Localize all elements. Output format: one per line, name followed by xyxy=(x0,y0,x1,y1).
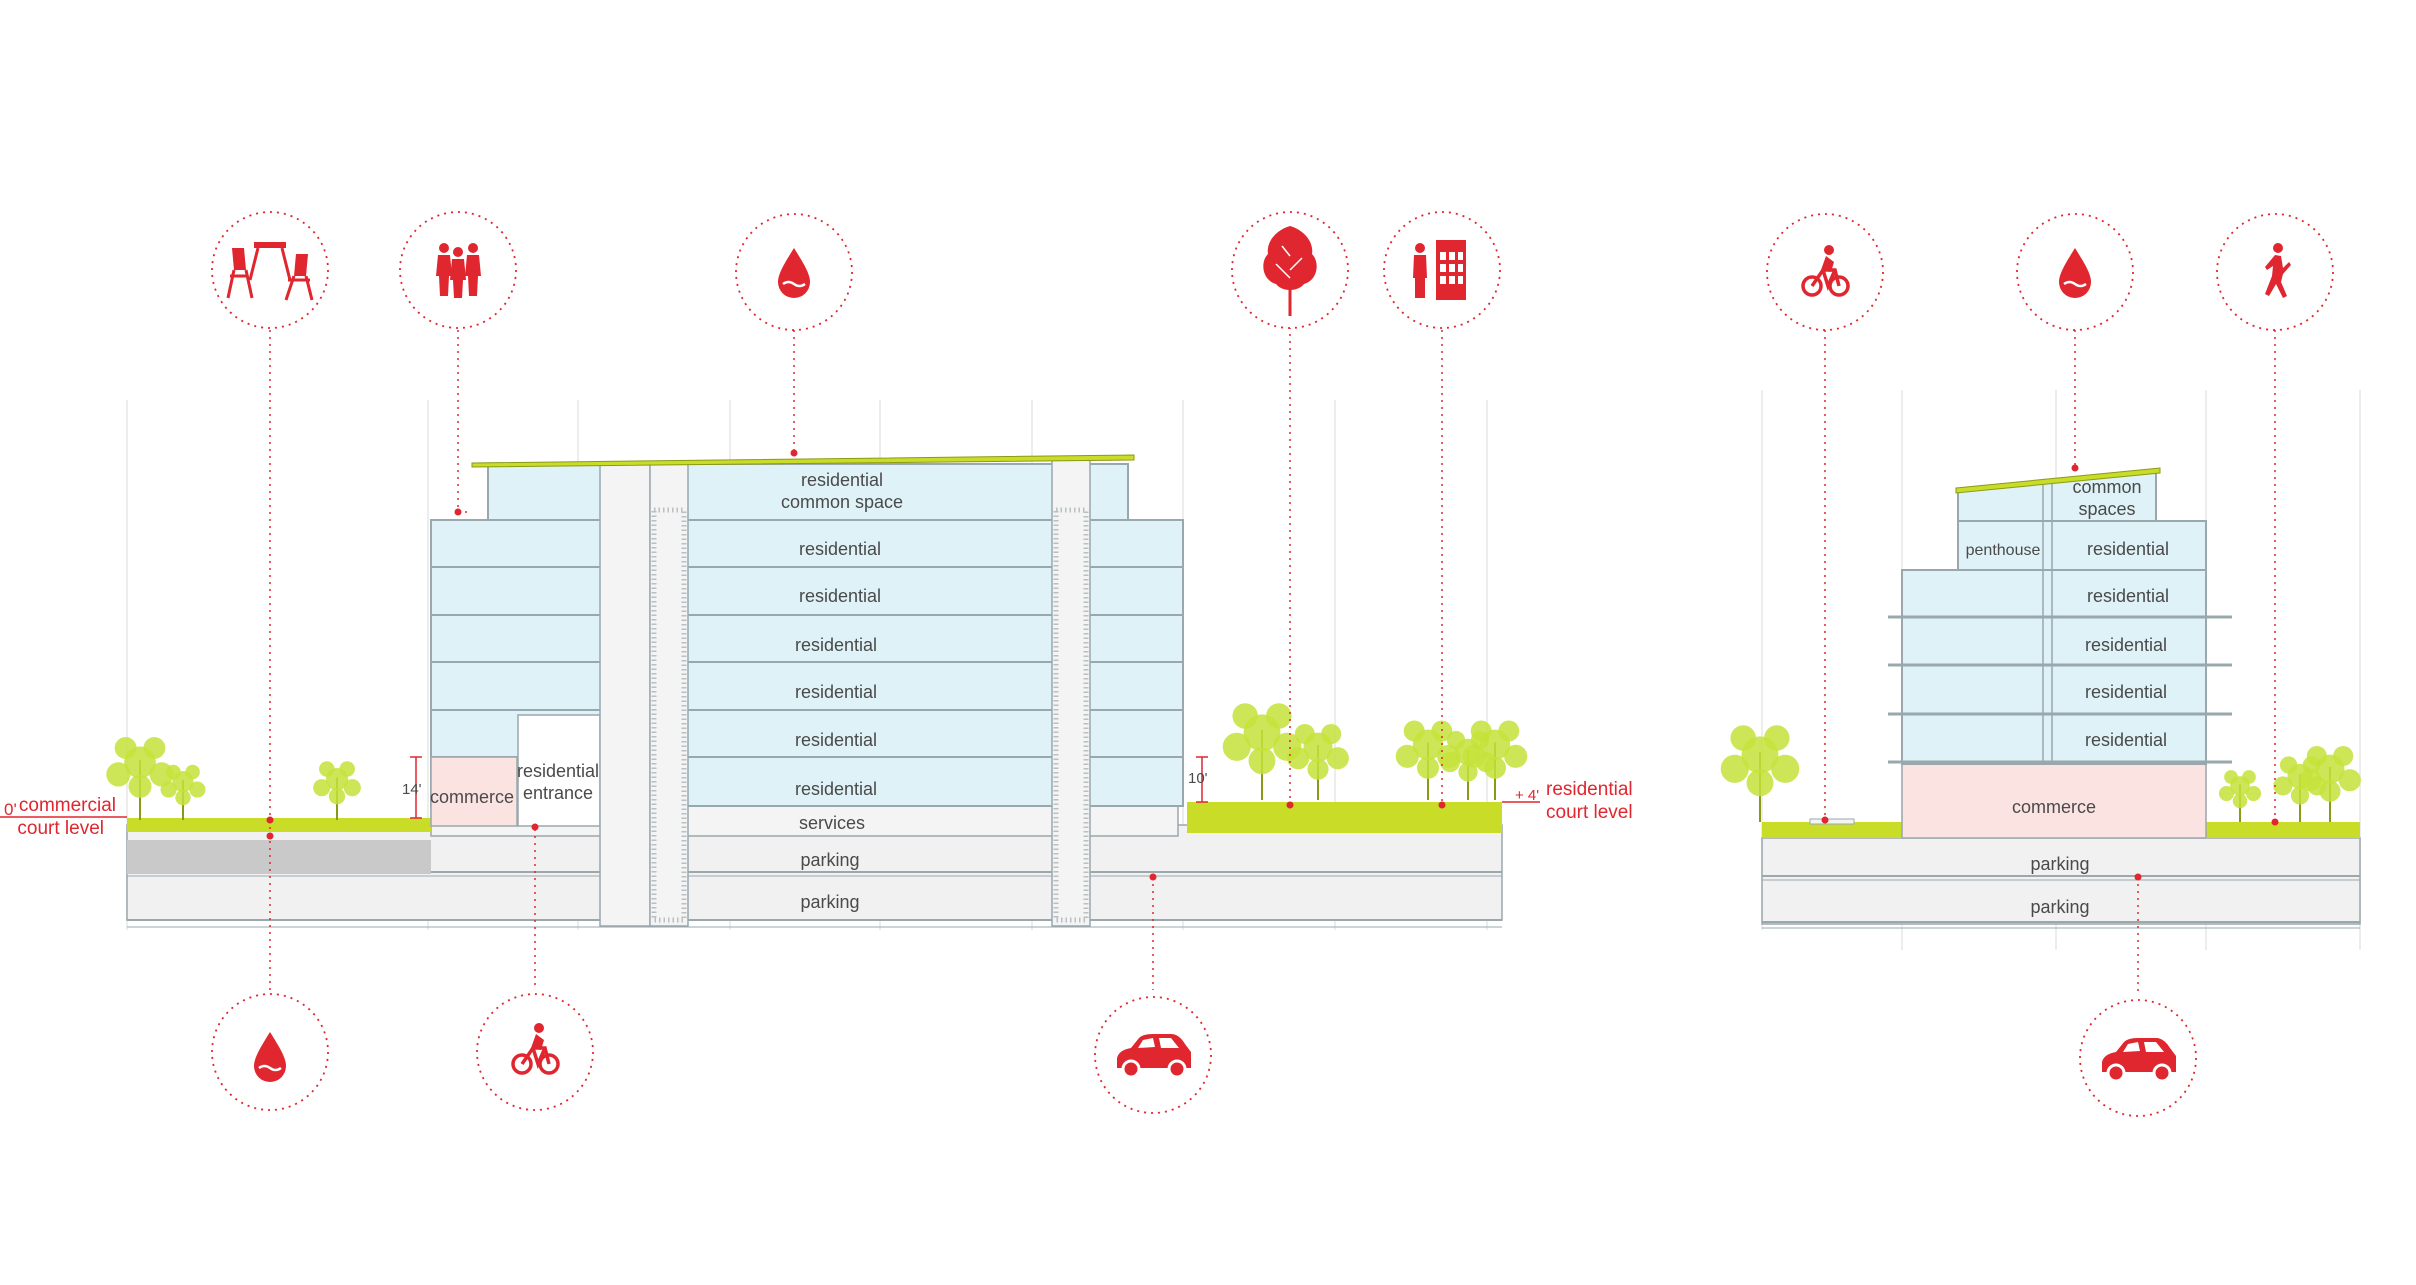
commercial-level-value: 0' xyxy=(4,800,17,819)
services-label: services xyxy=(799,813,865,833)
tree xyxy=(1287,723,1349,800)
tree xyxy=(106,737,174,820)
people-group-icon xyxy=(436,243,481,298)
floor-label: residential xyxy=(2085,682,2167,702)
parking-label: parking xyxy=(800,892,859,912)
residential-level-value: + 4' xyxy=(1515,787,1539,804)
tree xyxy=(1720,725,1800,822)
commerce-label: commerce xyxy=(430,787,514,807)
tree xyxy=(2299,745,2361,822)
dimension-10ft: 10' xyxy=(1188,770,1208,787)
tree xyxy=(1222,703,1302,800)
tree-icon xyxy=(1263,226,1317,316)
icon-circle xyxy=(211,211,329,329)
penthouse-label: penthouse xyxy=(1966,542,2041,559)
floor-label: residential xyxy=(795,635,877,655)
residential-entrance-space xyxy=(517,714,601,827)
floor-label: residential xyxy=(795,682,877,702)
residential-court-green xyxy=(1187,802,1502,833)
floor-label: residential xyxy=(2085,730,2167,750)
dimension-14ft: 14' xyxy=(402,781,422,798)
parking-label: parking xyxy=(2030,854,2089,874)
floor-label: residential xyxy=(2085,635,2167,655)
floor-label: residential xyxy=(799,586,881,606)
floor-label: residential xyxy=(795,779,877,799)
tree xyxy=(160,764,206,820)
cafe-tables-icon xyxy=(226,242,314,301)
tree xyxy=(313,761,361,820)
right-core xyxy=(1051,457,1091,927)
floor-label: residential xyxy=(2087,539,2169,559)
floor-label: residential xyxy=(2087,586,2169,606)
floor-label: residential xyxy=(799,539,881,559)
right-commerce-space xyxy=(1901,763,2207,839)
parking-label: parking xyxy=(2030,897,2089,917)
commerce-label: commerce xyxy=(2012,797,2096,817)
commercial-court-green xyxy=(127,818,431,832)
commerce-space xyxy=(430,756,518,827)
phone-booth-icon xyxy=(1413,240,1466,300)
left-parking-levels xyxy=(126,824,1503,928)
left-core xyxy=(599,463,689,927)
floor-label: residential xyxy=(795,730,877,750)
trees xyxy=(106,703,2361,822)
green-roof xyxy=(471,454,1135,468)
tree xyxy=(2218,770,2262,822)
right-court-green-right xyxy=(2206,822,2360,838)
callout-dots xyxy=(266,449,2279,881)
right-court-green-left xyxy=(1762,822,1902,838)
height-dimensions xyxy=(410,756,1208,819)
parking-label: parking xyxy=(800,850,859,870)
right-green-roof xyxy=(1955,467,2161,494)
tree xyxy=(1462,720,1528,800)
tree xyxy=(1395,720,1461,800)
